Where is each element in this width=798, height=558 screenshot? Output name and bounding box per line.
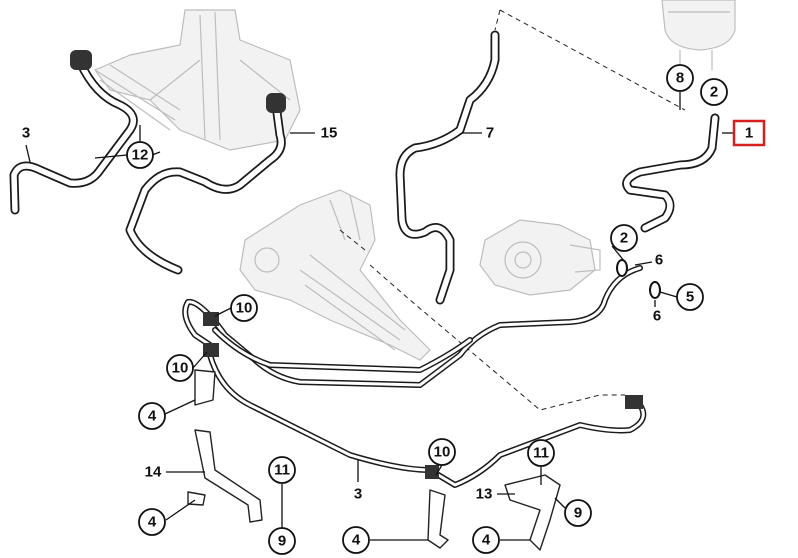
- svg-text:10: 10: [236, 300, 253, 317]
- callout-2-mid[interactable]: 2: [610, 224, 638, 252]
- svg-text:1: 1: [745, 125, 753, 142]
- callout-10-b[interactable]: 10: [166, 354, 194, 382]
- fluid-reservoir: [661, 0, 736, 70]
- hose-7-suction: [395, 30, 500, 305]
- steering-gear-center: [239, 189, 431, 361]
- callout-10-a[interactable]: 10: [230, 294, 258, 322]
- svg-text:9: 9: [278, 533, 286, 550]
- seal-rings: [616, 259, 661, 299]
- svg-text:4: 4: [352, 532, 361, 549]
- callout-14[interactable]: 14: [145, 464, 162, 481]
- callout-4-b[interactable]: 4: [138, 508, 166, 536]
- callout-13[interactable]: 13: [476, 486, 493, 503]
- callout-1-selected[interactable]: 1: [732, 119, 766, 147]
- svg-text:15: 15: [321, 125, 338, 142]
- callout-5[interactable]: 5: [676, 283, 704, 311]
- callout-11-b[interactable]: 11: [527, 439, 555, 467]
- brackets: [187, 369, 561, 551]
- svg-text:4: 4: [148, 408, 157, 425]
- hose-12-return: [9, 50, 138, 215]
- callout-6-bottom[interactable]: 6: [653, 308, 661, 325]
- callout-11-a[interactable]: 11: [268, 456, 296, 484]
- steering-gear-top: [94, 9, 301, 151]
- svg-text:13: 13: [476, 486, 493, 503]
- callout-4-d[interactable]: 4: [472, 526, 500, 554]
- svg-text:10: 10: [434, 444, 451, 461]
- callout-10-c[interactable]: 10: [428, 438, 456, 466]
- callout-7[interactable]: 7: [486, 125, 494, 142]
- hose-1-reservoir-to-pump: [622, 113, 720, 233]
- svg-text:14: 14: [145, 464, 162, 481]
- svg-text:4: 4: [482, 532, 491, 549]
- callout-4-c[interactable]: 4: [342, 526, 370, 554]
- svg-text:6: 6: [653, 308, 661, 325]
- callout-12[interactable]: 12: [126, 141, 154, 169]
- svg-text:3: 3: [22, 125, 30, 142]
- callout-2-top[interactable]: 2: [700, 78, 728, 106]
- svg-text:6: 6: [655, 252, 663, 269]
- leader-lines: [25, 92, 734, 541]
- svg-text:10: 10: [172, 360, 189, 377]
- svg-text:11: 11: [274, 462, 290, 479]
- svg-text:5: 5: [686, 289, 694, 306]
- callout-6-top[interactable]: 6: [655, 252, 663, 269]
- callout-9-a[interactable]: 9: [268, 527, 296, 555]
- power-steering-pump: [479, 219, 601, 296]
- svg-text:7: 7: [486, 125, 494, 142]
- callout-15[interactable]: 15: [321, 125, 338, 142]
- callout-8[interactable]: 8: [666, 64, 694, 92]
- svg-text:11: 11: [533, 445, 549, 462]
- reference-lines: [339, 9, 686, 411]
- svg-text:2: 2: [620, 230, 628, 247]
- svg-text:2: 2: [710, 84, 718, 101]
- svg-text:8: 8: [676, 70, 684, 87]
- callout-9-b[interactable]: 9: [564, 499, 592, 527]
- callout-3-bottom[interactable]: 3: [354, 486, 362, 503]
- callout-3-left[interactable]: 3: [22, 125, 30, 142]
- hose-15: [125, 93, 286, 275]
- svg-text:9: 9: [574, 505, 582, 522]
- svg-text:3: 3: [354, 486, 362, 503]
- callout-4-a[interactable]: 4: [138, 402, 166, 430]
- svg-text:4: 4: [148, 514, 157, 531]
- svg-text:12: 12: [132, 147, 149, 164]
